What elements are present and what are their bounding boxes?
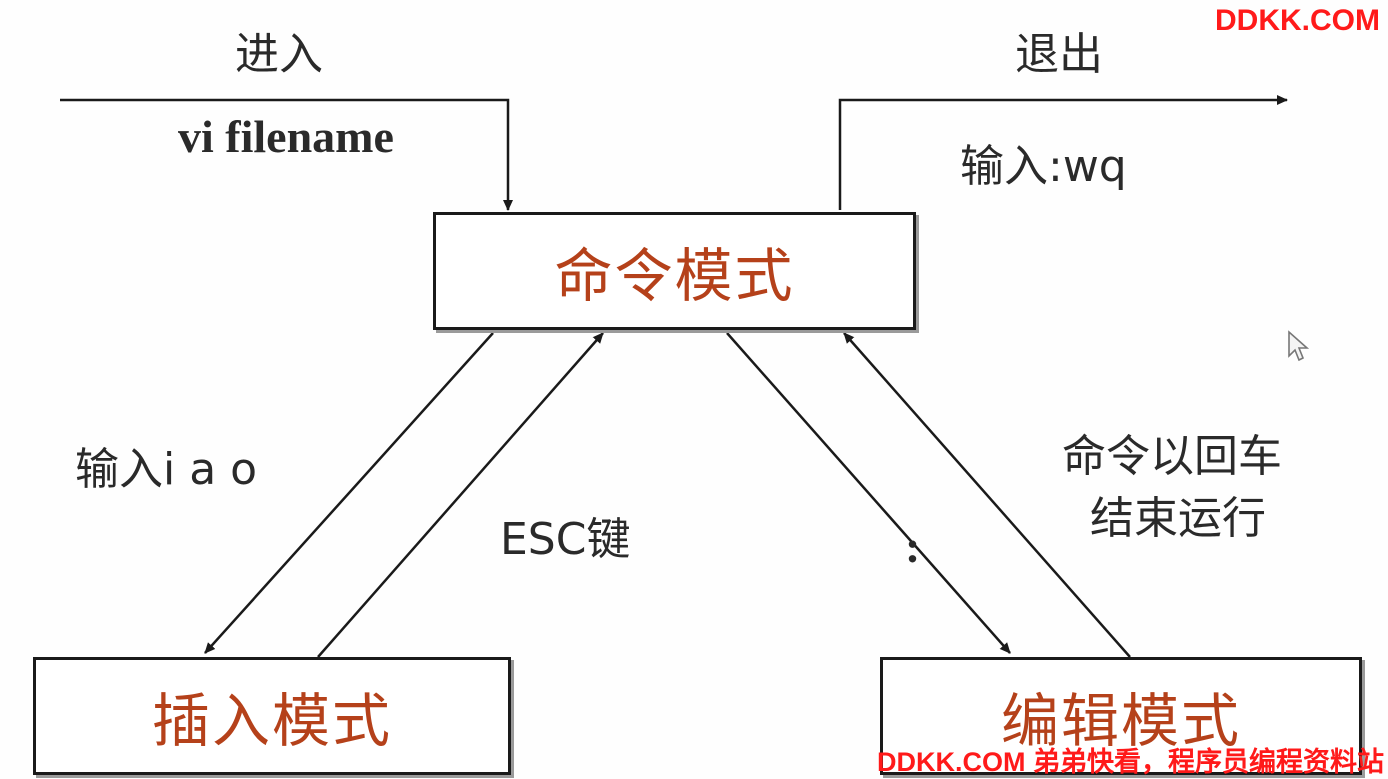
esc-key-label: ESC键 [500,514,631,565]
command-note-line1: 命令以回车 [1062,431,1282,482]
command-mode-label: 命令模式 [554,242,795,310]
exit-arrow [838,95,1288,210]
edit-mode-box: 编辑模式 [880,657,1362,775]
edit-mode-label: 编辑模式 [1000,687,1241,755]
enter-arrow [60,98,513,211]
command-mode-box: 命令模式 [433,212,916,330]
insert-command-label: 输入i a o [75,444,258,495]
command-to-insert-arrow [204,332,494,654]
exit-label: 退出 [1015,29,1103,80]
command-to-edit-arrow [726,332,1011,654]
insert-mode-label: 插入模式 [151,687,392,755]
enter-label: 进入 [235,29,323,80]
insert-to-command-arrow [317,332,604,658]
colon-label: : [905,521,921,572]
insert-mode-box: 插入模式 [33,657,511,775]
watermark-bottom: DDKK.COM 弟弟快看，程序员编程资料站 [877,747,1384,777]
watermark-top: DDKK.COM [1215,4,1380,37]
command-note-line2: 结束运行 [1090,493,1266,544]
exit-command-label: 输入:wq [960,141,1127,192]
edit-to-command-arrow [843,332,1131,658]
mouse-cursor-icon [1288,330,1310,362]
enter-command-label: vi filename [178,111,394,162]
